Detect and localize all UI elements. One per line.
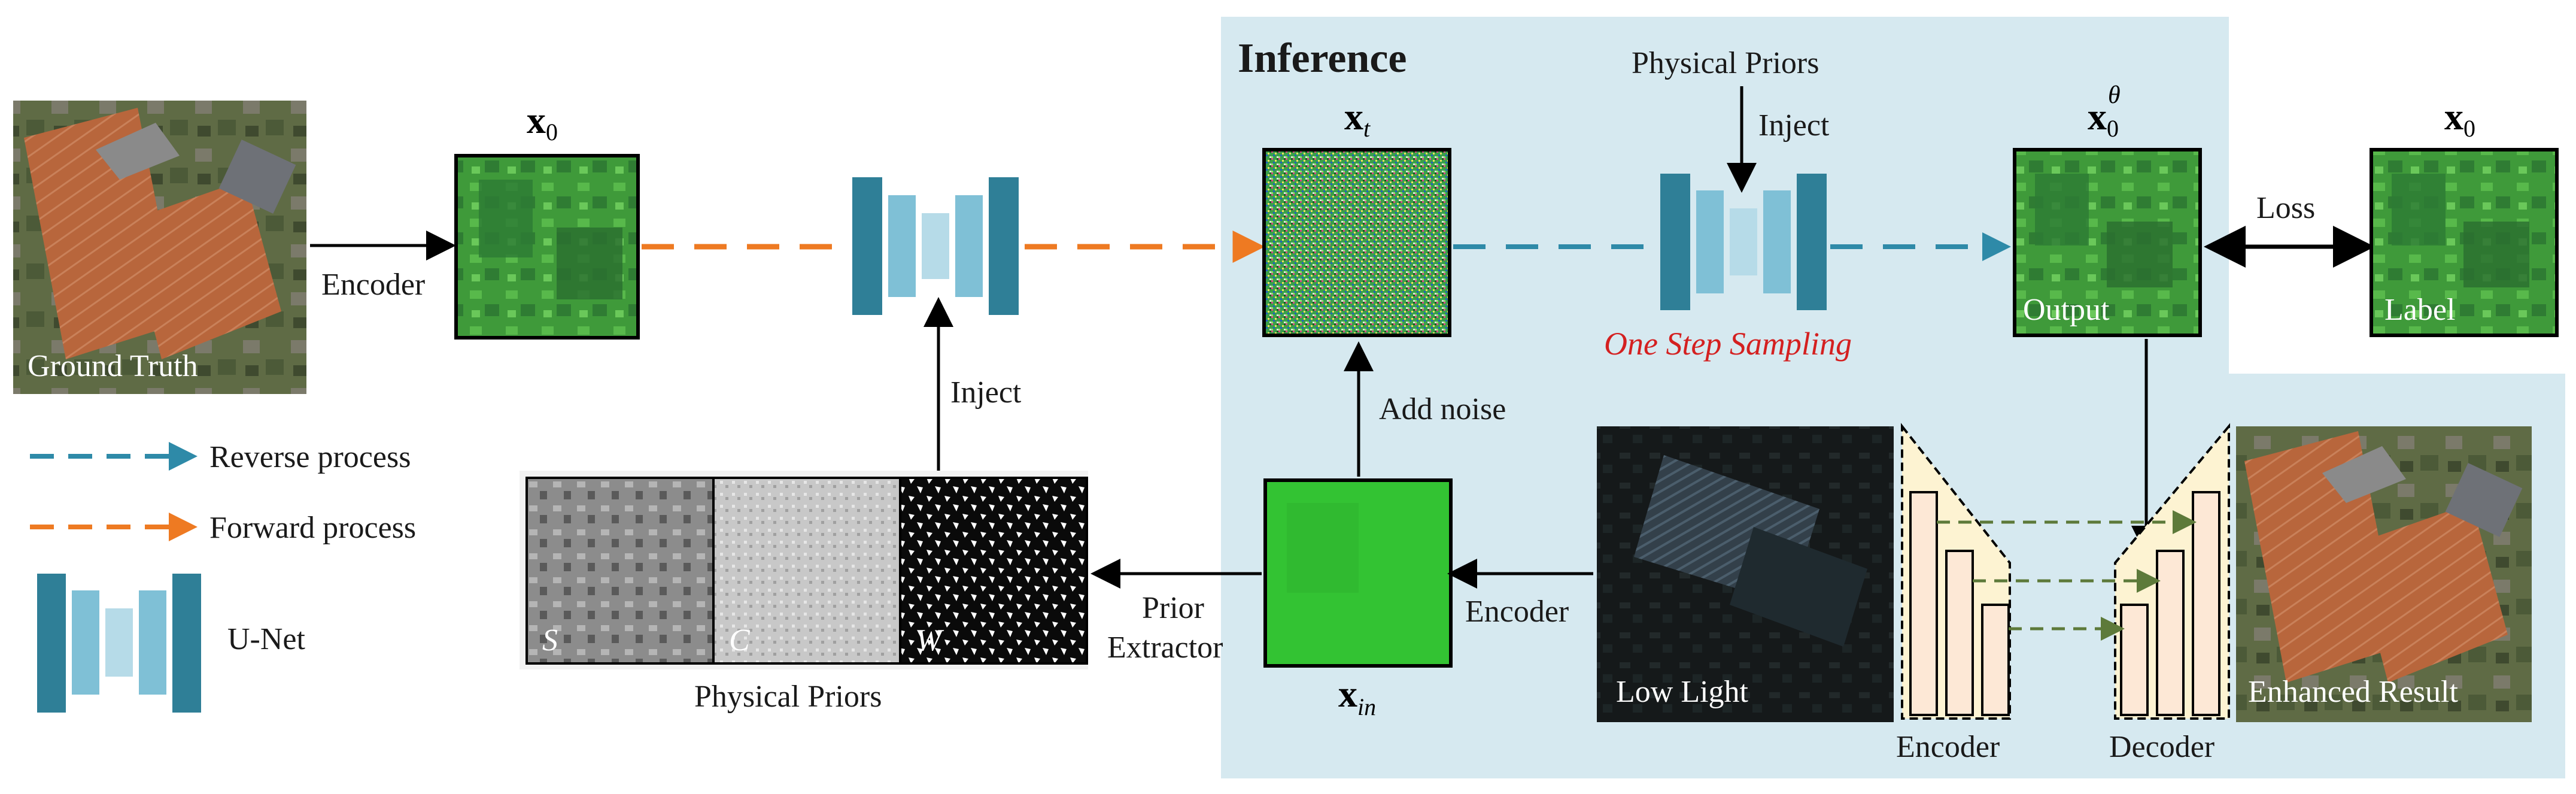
x0-latent-image — [454, 154, 640, 340]
enhanced-result-label: Enhanced Result — [2248, 675, 2458, 709]
enhanced-result-image: Enhanced Result — [2236, 426, 2532, 722]
one-step-sampling-label: One Step Sampling — [1604, 326, 1852, 362]
inference-title: Inference — [1238, 35, 1407, 81]
unet-inference-icon — [1660, 174, 1827, 310]
label-image: Label — [2370, 148, 2559, 337]
legend-unet-label: U-Net — [227, 622, 306, 656]
add-noise-label: Add noise — [1379, 392, 1506, 426]
legend-unet-icon — [37, 574, 201, 713]
prior-c-label: C — [729, 623, 751, 657]
xin-latent-image — [1263, 478, 1453, 668]
prior-extractor-label-1: Prior — [1142, 591, 1204, 625]
output-label: Output — [2023, 293, 2110, 327]
encoder-label-bottom: Encoder — [1896, 730, 2000, 764]
label-image-label: Label — [2384, 293, 2455, 327]
decoder-block — [2114, 423, 2230, 720]
unet-icon — [852, 177, 1019, 315]
low-light-image: Low Light — [1597, 426, 1894, 722]
prior-w-label: W — [916, 623, 944, 657]
xt-noisy-image — [1262, 148, 1451, 337]
legend: Reverse process Forward process U-Net — [30, 440, 416, 713]
prior-extractor-label-2: Extractor — [1107, 631, 1223, 665]
xt-math-label: xt — [1344, 95, 1371, 142]
x0-label-math: x0 — [2444, 95, 2475, 142]
encoder-label-mid: Encoder — [1465, 595, 1569, 629]
decoder-label-bottom: Decoder — [2109, 730, 2214, 764]
inject-label-top: Inject — [1758, 108, 1830, 143]
ground-truth-label: Ground Truth — [28, 349, 198, 383]
xin-math-label: xin — [1338, 672, 1376, 720]
legend-forward-label: Forward process — [209, 511, 416, 545]
physical-priors-panel: S C W — [520, 471, 1088, 669]
physical-priors-label-top: Physical Priors — [1632, 46, 1819, 80]
x0-math-label: x0 — [527, 99, 558, 146]
low-light-label: Low Light — [1616, 675, 1749, 709]
ground-truth-image: Ground Truth — [13, 101, 306, 394]
x0theta-math-label: x0θ — [2088, 81, 2121, 142]
legend-reverse-label: Reverse process — [209, 440, 411, 474]
prior-c-image: C — [712, 477, 901, 665]
prior-w-image: W — [899, 477, 1088, 665]
inference-region — [1221, 17, 2565, 778]
encoder-label-left: Encoder — [321, 268, 425, 302]
physical-priors-label-bottom: Physical Priors — [694, 680, 882, 714]
prior-s-label: S — [542, 623, 558, 657]
inject-label-left: Inject — [950, 375, 1022, 410]
loss-label: Loss — [2256, 191, 2315, 225]
prior-s-image: S — [525, 477, 715, 665]
output-image: Output — [2013, 148, 2202, 337]
encoder-block — [1901, 423, 2011, 720]
